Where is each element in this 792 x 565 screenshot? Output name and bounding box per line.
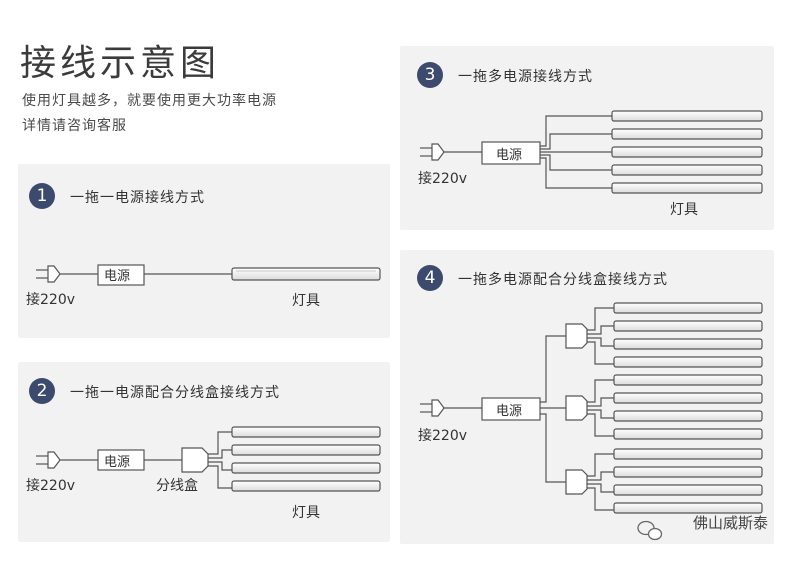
splitter-box (181, 447, 209, 473)
power-box (97, 264, 145, 286)
panel-3-lamp-label: 灯具 (670, 202, 698, 218)
panel-1-input-label: 接220v (26, 291, 75, 308)
watermark-text: 佛山威斯泰 (692, 514, 768, 532)
panel-1-power-label: 电源 (104, 269, 130, 284)
panel-4-title: 一拖多电源配合分线盒接线方式 (458, 272, 668, 288)
panel-3-title: 一拖多电源接线方式 (458, 69, 593, 85)
lamp-tube (231, 267, 381, 281)
page-title: 接线示意图 (20, 43, 221, 84)
panel-4-input-label: 接220v (418, 427, 467, 444)
panel-1-title: 一拖一电源接线方式 (70, 190, 205, 206)
panel-3-power-label: 电源 (496, 148, 522, 163)
plug-icon (36, 451, 61, 469)
panel-1-diagram (36, 264, 381, 286)
panel-2-title: 一拖一电源配合分线盒接线方式 (70, 385, 280, 401)
panel-2-power-label: 电源 (104, 455, 130, 470)
wechat-icon (637, 520, 663, 541)
panel-1-number: 1 (29, 183, 55, 209)
plug-icon (36, 265, 61, 283)
panel-3-number: 3 (417, 62, 443, 88)
panel-3-diagram (420, 110, 763, 194)
panel-2-splitter-label: 分线盒 (156, 477, 198, 494)
panel-3-input-label: 接220v (418, 170, 467, 187)
power-box (481, 141, 541, 165)
panel-2-lamp-label: 灯具 (292, 505, 320, 521)
plug-icon (420, 143, 445, 161)
panel-2-input-label: 接220v (26, 477, 75, 494)
panel-1-lamp-label: 灯具 (292, 293, 320, 309)
panel-2-number: 2 (29, 378, 55, 404)
plug-icon (420, 399, 445, 417)
subtitle-line-1: 使用灯具越多，就要使用更大功率电源 (22, 93, 277, 109)
panel-1 (18, 164, 390, 338)
panel-4-diagram (420, 302, 763, 514)
subtitle-line-2: 详情请咨询客服 (22, 118, 127, 134)
panel-4-number: 4 (417, 265, 443, 291)
power-box (481, 397, 541, 421)
panel-4-power-label: 电源 (496, 404, 522, 419)
panel-2-diagram (36, 426, 381, 492)
